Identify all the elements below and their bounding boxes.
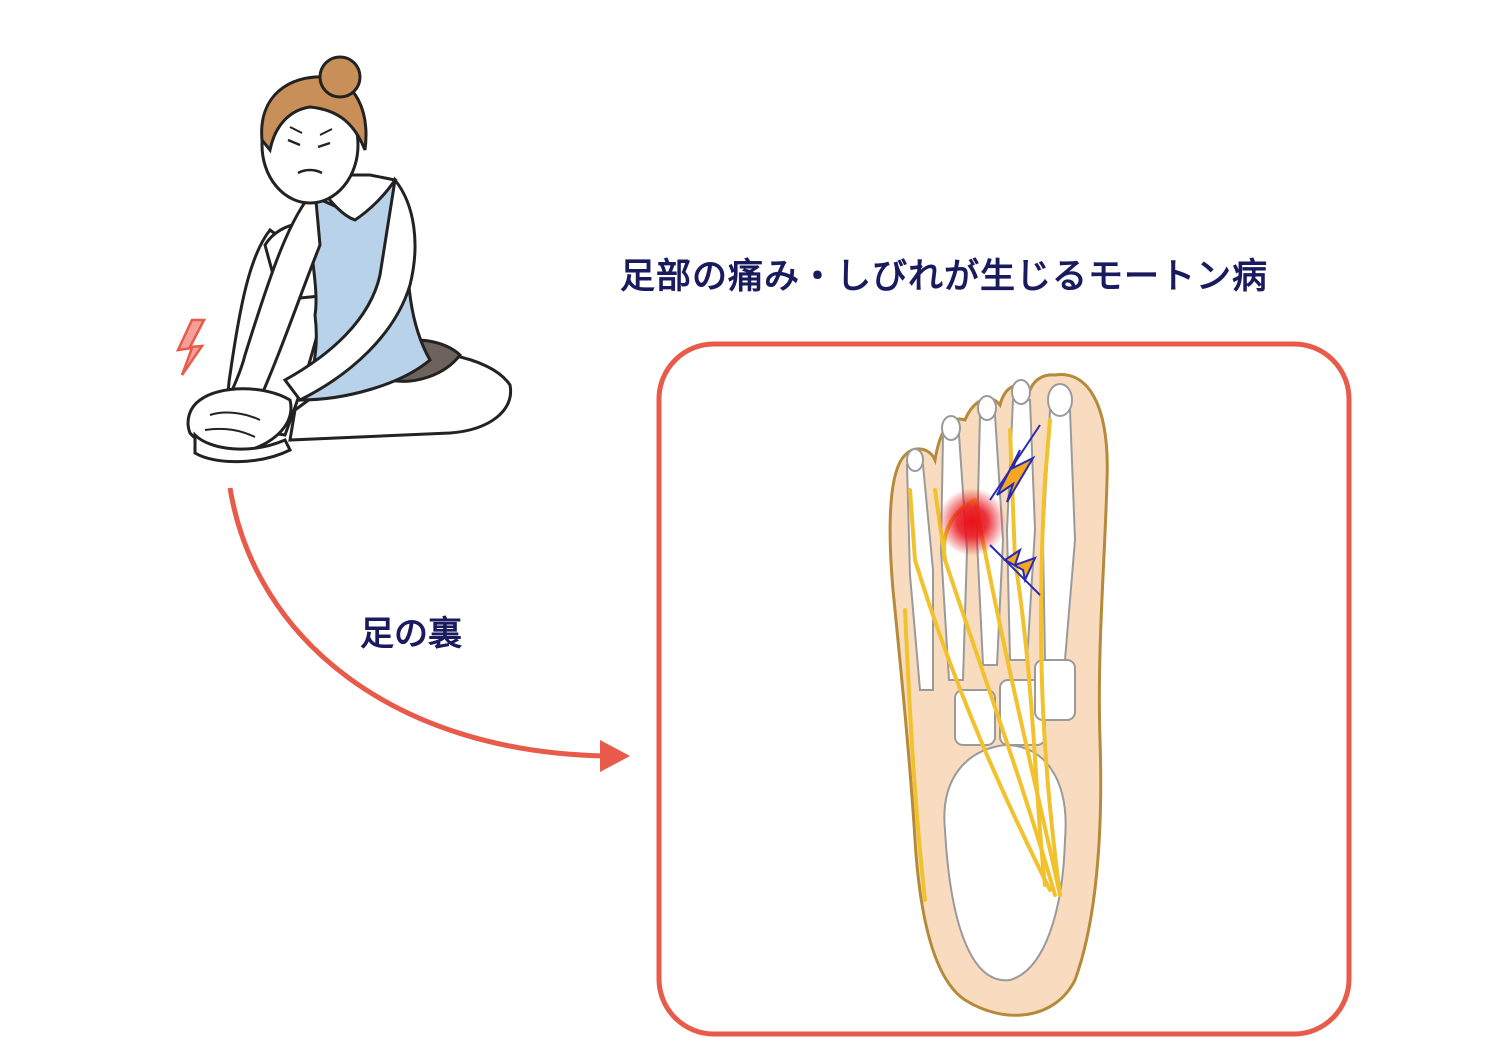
tingle-lightning-icon: [989, 424, 1041, 503]
tingle-lightning-icon: [989, 544, 1041, 596]
held-foot: [193, 431, 293, 464]
diagram-title: 足部の痛み・しびれが生じるモートン病: [620, 257, 1269, 297]
hair-bun: [318, 55, 362, 99]
plantar-nerves: [903, 418, 1062, 902]
sole-label: 足の裏: [360, 614, 462, 654]
lightning-bolt-icon: [175, 318, 207, 376]
woman-holding-foot-illustration: [175, 55, 513, 464]
left-arm: [282, 176, 417, 402]
foot-diagram-frame: [656, 341, 1352, 1037]
pain-spot: [938, 488, 1006, 556]
foot-sole-anatomy: [888, 372, 1109, 1017]
curved-arrow-icon: [227, 487, 630, 772]
